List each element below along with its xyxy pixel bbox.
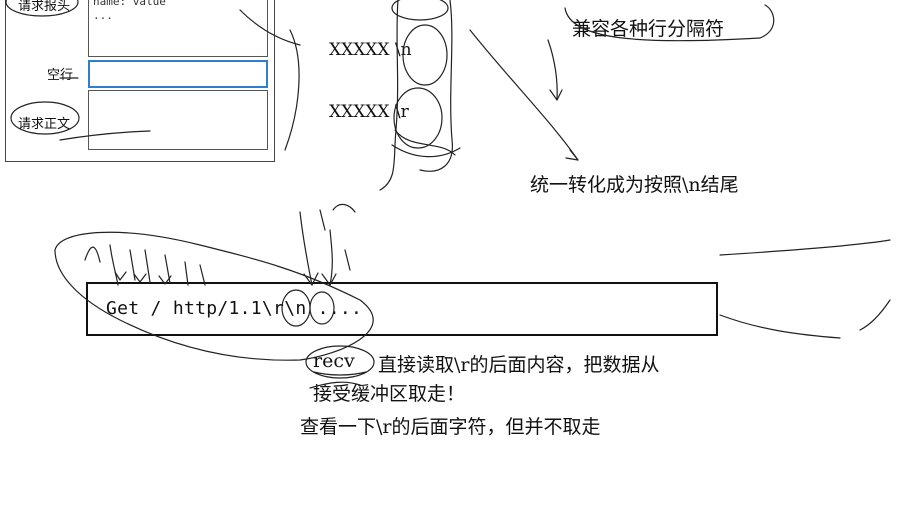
recv-description: 直接读取\r的后面内容，把数据从 — [378, 354, 660, 376]
request-body-field — [88, 90, 268, 150]
blank-line-label: 空行 — [47, 68, 74, 83]
peek-note: 查看一下\r的后面字符，但并不取走 — [300, 416, 601, 438]
cr-separator-example: XXXXX \r — [329, 102, 409, 122]
request-header-label: 请求报头 — [18, 0, 71, 14]
lf-separator-example: XXXXX \n — [329, 40, 412, 60]
compat-note: 兼容各种行分隔符 — [572, 18, 725, 40]
recv-description-cont: 接受缓冲区取走！ — [313, 383, 466, 405]
header-sample-line1: name: value — [93, 0, 166, 8]
unify-note: 统一转化成为按照\n结尾 — [530, 174, 739, 196]
request-body-label: 请求正文 — [18, 117, 71, 132]
blank-line-field — [88, 60, 268, 88]
header-sample-line2: ... — [93, 9, 113, 22]
request-line-text: Get / http/1.1\r\n .... — [106, 298, 363, 319]
recv-label: recv — [313, 350, 355, 372]
request-header-field: name: value ... — [88, 0, 268, 57]
